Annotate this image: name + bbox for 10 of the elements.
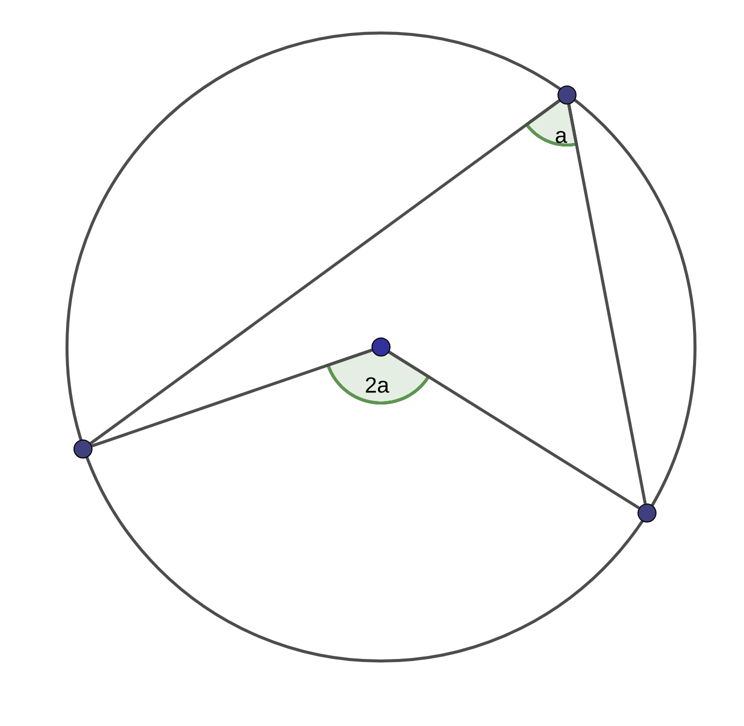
line-segment bbox=[567, 104, 647, 504]
line-segment bbox=[388, 350, 640, 510]
line-segment bbox=[92, 348, 372, 448]
angle-label: 2a bbox=[366, 377, 390, 393]
angle-label: a bbox=[556, 130, 568, 144]
point bbox=[638, 504, 656, 522]
point bbox=[74, 440, 92, 458]
line-segment bbox=[90, 99, 560, 445]
point bbox=[558, 86, 576, 104]
point bbox=[372, 338, 390, 356]
